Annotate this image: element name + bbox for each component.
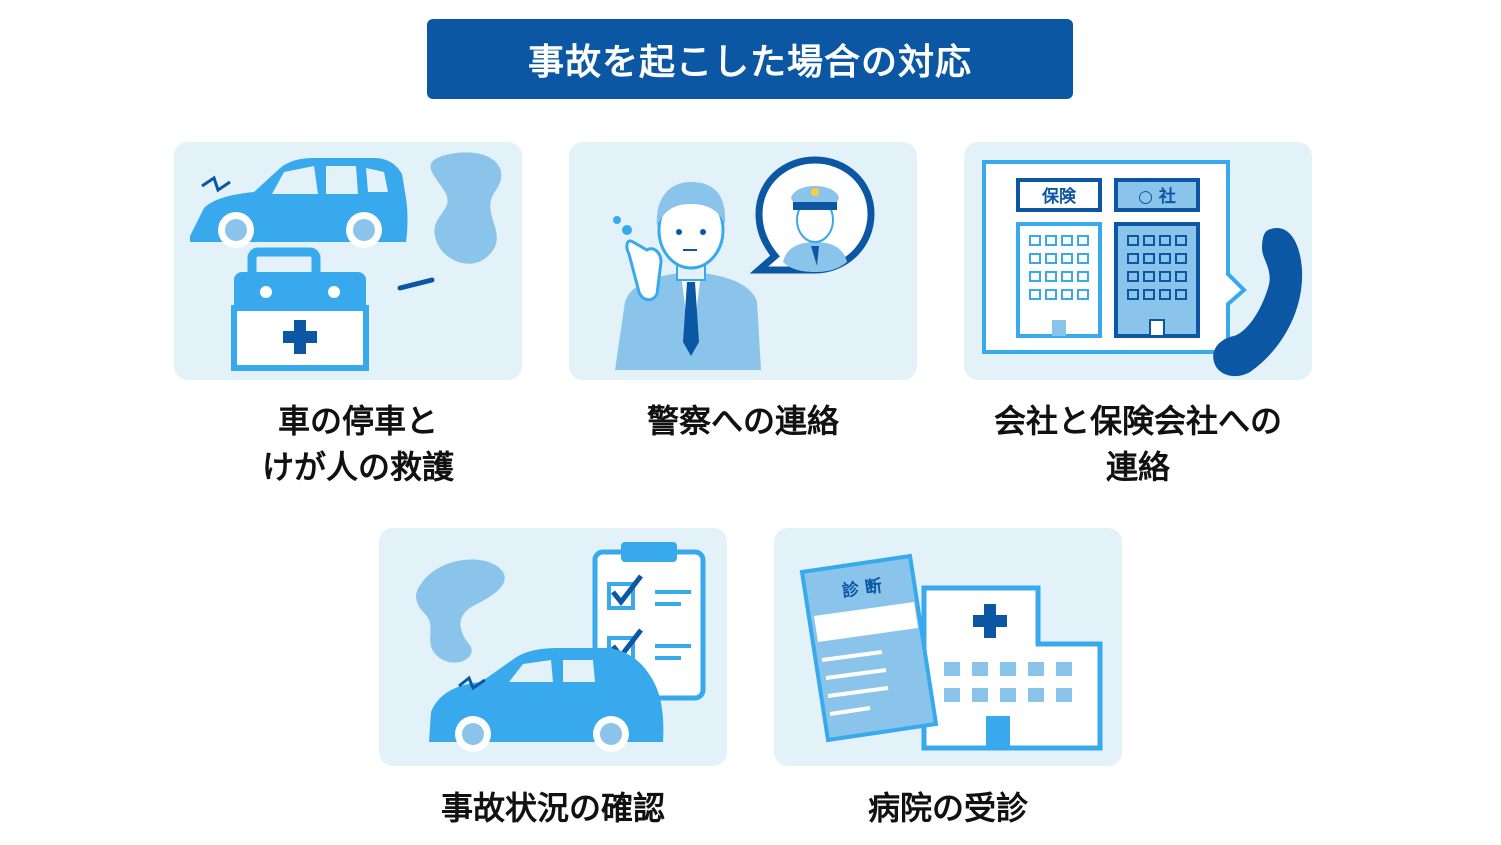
- label-line: 病院の受診: [867, 789, 1028, 827]
- title-banner: 事故を起こした場合の対応: [427, 19, 1073, 99]
- police-officer-icon: [749, 156, 875, 274]
- businessman-phone-icon: [613, 182, 761, 370]
- step-label-contact-company-insurer: 会社と保険会社への 連絡: [928, 398, 1348, 490]
- damaged-car-icon: [429, 648, 664, 752]
- card-hospital-visit: 診 断: [774, 528, 1122, 766]
- telephone-icon: [1213, 227, 1303, 377]
- sign-company: ○ 社: [1138, 186, 1176, 207]
- medical-document-icon: 診 断: [799, 553, 939, 743]
- step-label-stop-and-rescue: 車の停車と けが人の救護: [148, 398, 568, 490]
- label-line: 連絡: [1105, 448, 1170, 486]
- label-line: 警察への連絡: [646, 402, 839, 440]
- sign-insurance: 保険: [1041, 186, 1077, 207]
- smoke-icon: [416, 559, 505, 663]
- step-label-contact-police: 警察への連絡: [533, 398, 953, 444]
- hospital-icon: [921, 585, 1103, 751]
- step-label-check-situation: 事故状況の確認: [343, 785, 763, 831]
- card-contact-company-insurer: 保険 ○ 社: [964, 142, 1312, 380]
- label-line: 車の停車と: [277, 402, 438, 440]
- smoke-icon: [397, 152, 502, 291]
- first-aid-kit-icon: [231, 247, 369, 371]
- label-line: けが人の救護: [261, 448, 454, 486]
- card-check-situation: [379, 528, 727, 766]
- card-contact-police: [569, 142, 917, 380]
- damaged-car-icon: [190, 158, 408, 248]
- step-label-hospital-visit: 病院の受診: [738, 785, 1158, 831]
- card-stop-and-rescue: [174, 142, 522, 380]
- building-icon: 保険 ○ 社: [1016, 178, 1200, 338]
- label-line: 事故状況の確認: [440, 789, 665, 827]
- page-title: 事故を起こした場合の対応: [527, 42, 972, 83]
- label-line: 会社と保険会社への: [993, 402, 1282, 440]
